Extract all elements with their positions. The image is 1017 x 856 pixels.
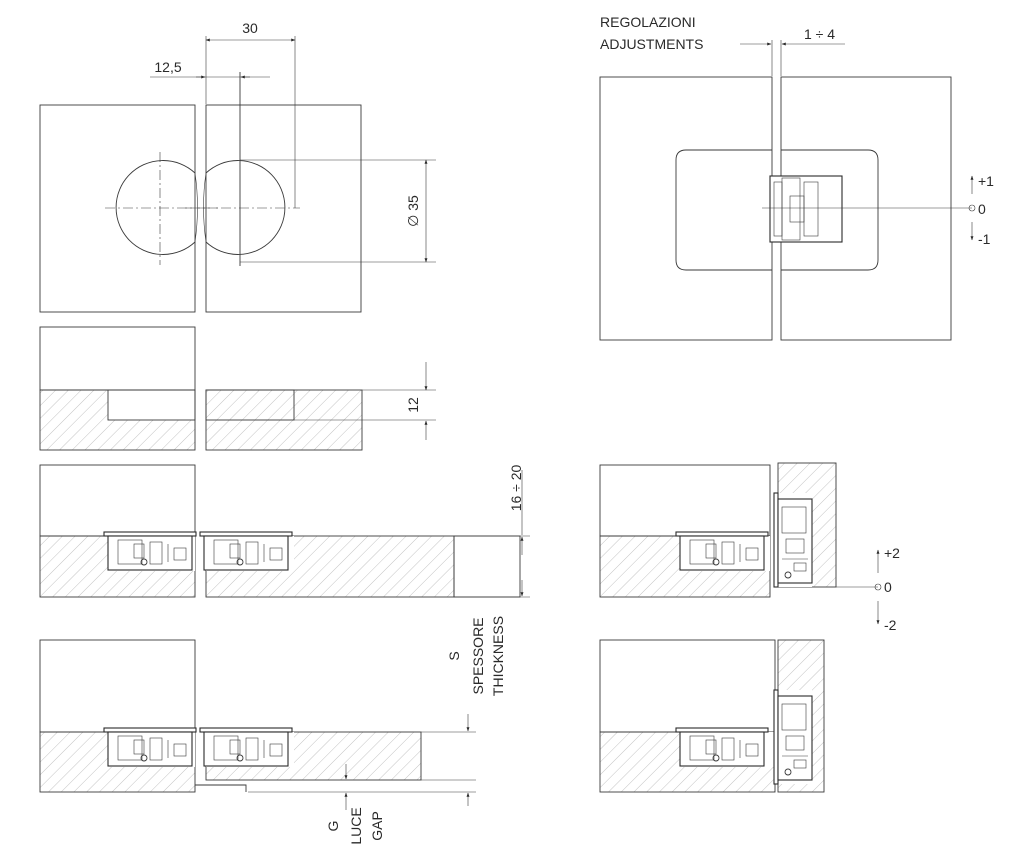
dimension-30-label: 30 xyxy=(242,20,258,36)
thickness-en-label: THICKNESS xyxy=(490,616,506,696)
hinge-open-side xyxy=(773,492,813,588)
left-cup-circle xyxy=(115,160,196,255)
right-cup-circle xyxy=(205,160,286,255)
hinge-left-body-gap xyxy=(103,727,197,767)
adjustments-en-label: ADJUSTMENTS xyxy=(600,36,703,52)
adjustments-it-label: REGOLAZIONI xyxy=(600,14,696,30)
vertical-adjustment-view xyxy=(599,462,882,625)
left-panel xyxy=(39,104,196,313)
dimension-12-5-label: 12,5 xyxy=(154,59,181,75)
gap-symbol-label: G xyxy=(325,821,341,832)
section-gap xyxy=(39,639,476,810)
hinge-right-body-gap xyxy=(199,727,293,767)
dimension-diameter-label: ∅ 35 xyxy=(405,195,421,227)
thickness-it-label: SPESSORE xyxy=(470,617,486,694)
vertical-zero-label: 0 xyxy=(884,579,892,595)
section-closed-hinge xyxy=(39,464,530,598)
hinge-open-body xyxy=(675,531,769,571)
vertical-minus-label: -2 xyxy=(884,617,897,633)
dimension-thickness-label: 16 ÷ 20 xyxy=(508,464,524,511)
lateral-minus-label: -1 xyxy=(978,231,991,247)
adjustment-range-label: 1 ÷ 4 xyxy=(804,26,835,42)
left-door-section xyxy=(39,326,196,391)
hinge-left-body xyxy=(103,531,197,571)
hinge-top-plate xyxy=(769,175,843,243)
front-view-cups xyxy=(39,36,436,313)
gap-it-label: LUCE xyxy=(348,807,364,844)
hinge-open-gap-side xyxy=(773,689,813,785)
adjust-left-panel xyxy=(599,76,773,341)
hinge-open-gap-body xyxy=(675,727,769,767)
lateral-adjustment-view xyxy=(599,40,976,341)
lateral-plus-label: +1 xyxy=(978,173,994,189)
right-panel xyxy=(205,104,362,313)
hinge-right-body xyxy=(199,531,293,571)
gap-en-label: GAP xyxy=(369,811,385,841)
dimension-12-label: 12 xyxy=(405,397,421,413)
lateral-zero-label: 0 xyxy=(978,201,986,217)
thickness-symbol-label: S xyxy=(446,651,462,660)
open-gap-view xyxy=(599,639,825,793)
vertical-plus-label: +2 xyxy=(884,545,900,561)
section-cup-depth xyxy=(39,326,436,451)
